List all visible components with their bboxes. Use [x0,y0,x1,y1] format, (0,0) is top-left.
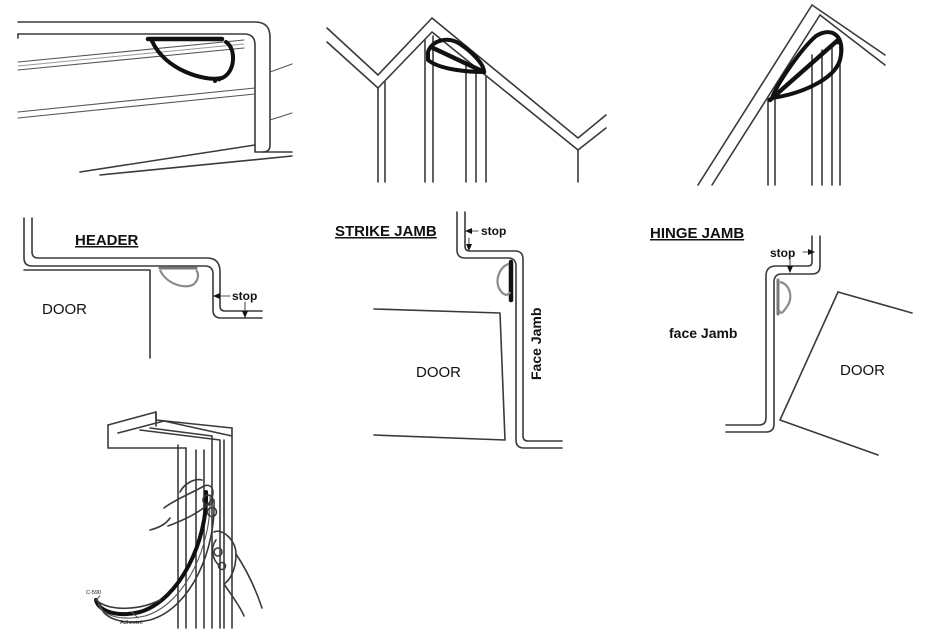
strike-face-jamb-label: Face Jamb [528,308,544,380]
strike-stop-label: stop [481,224,506,238]
adhesive-label: Adhesive [120,620,143,626]
header-cross-section: HEADER DOOR stop [23,217,263,359]
strike-jamb-title: STRIKE JAMB [335,223,437,240]
strike-door-label: DOOR [416,364,461,381]
strike-jamb-cross-section: STRIKE JAMB DOOR stop Face Jamb [335,211,563,449]
hinge-jamb-cross-section: HINGE JAMB face Jamb DOOR stop [650,225,913,456]
header-title: HEADER [75,232,139,249]
hinge-corner-perspective [697,4,886,186]
strike-corner-perspective [326,17,607,183]
hinge-stop-label: stop [770,246,795,260]
hinge-face-jamb-label: face Jamb [669,325,737,341]
installation-illustration: C-590 Adhesive [86,411,263,629]
header-door-label: DOOR [42,301,87,318]
hinge-door-label: DOOR [840,362,885,379]
header-corner-perspective [17,21,293,176]
header-stop-label: stop [232,289,257,303]
part-number-label: C-590 [86,590,101,596]
hinge-jamb-title: HINGE JAMB [650,225,744,242]
